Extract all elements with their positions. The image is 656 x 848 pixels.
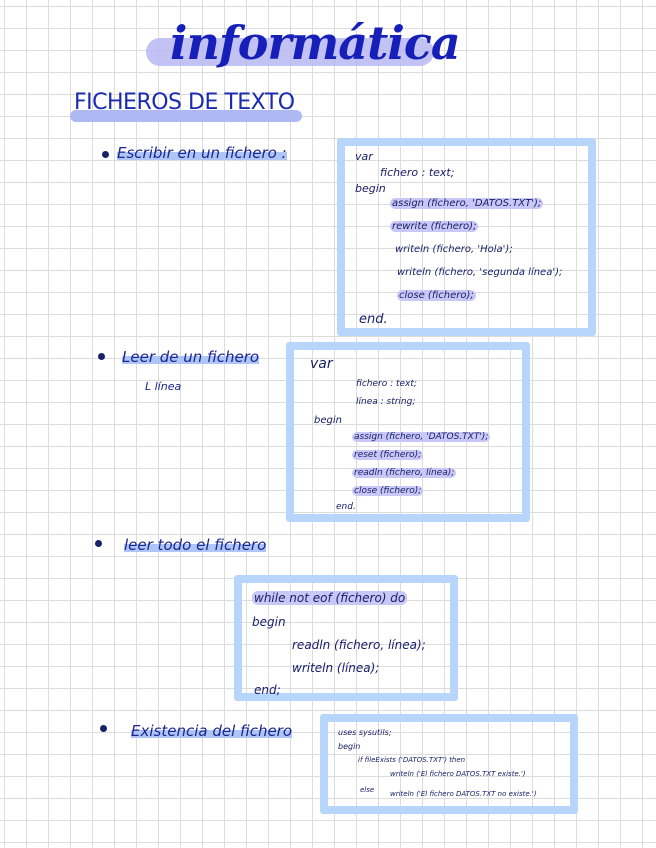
subtitle-block: FICHEROS DE TEXTO (70, 88, 310, 128)
section-2-sublabel: L línea (145, 380, 182, 393)
code-line: línea : string; (356, 397, 416, 407)
code-text: assign (fichero, 'DATOS.TXT'); (352, 432, 491, 442)
code-line: fichero : text; (380, 166, 455, 179)
section-heading: FICHEROS DE TEXTO (74, 90, 295, 115)
code-text: while not eof (fichero) do (252, 591, 408, 605)
section-4-label: Existencia del fichero (131, 722, 293, 740)
code-line: assign (fichero, 'DATOS.TXT'); (390, 198, 544, 209)
title-block: informática (140, 14, 461, 74)
code-line: readln (fichero, línea); (292, 638, 426, 652)
code-line: end; (254, 683, 281, 697)
code-line: while not eof (fichero) do (252, 591, 408, 605)
code-box-write: var fichero : text; begin assign (ficher… (337, 138, 596, 336)
code-line: var (355, 150, 373, 163)
code-line: uses sysutils; (338, 728, 392, 737)
code-line: begin (338, 742, 361, 751)
page-title: informática (170, 16, 461, 70)
code-text: readln (fichero, línea); (352, 468, 457, 478)
code-box-read: var fichero : text; línea : string; begi… (286, 342, 530, 522)
code-line: readln (fichero, línea); (352, 468, 457, 478)
subtitle-highlight (70, 110, 302, 122)
code-line: close (fichero); (397, 290, 476, 301)
code-line: fichero : text; (356, 379, 417, 389)
code-line: begin (355, 182, 386, 195)
bullet-3 (95, 540, 102, 547)
code-line: writeln ('El fichero DATOS.TXT existe.') (390, 770, 526, 778)
title-highlight (146, 38, 434, 66)
section-1-label-text: Escribir en un fichero : (117, 144, 287, 162)
code-text: close (fichero); (397, 290, 476, 301)
code-text: reset (fichero); (352, 450, 424, 460)
code-box-exists: uses sysutils; begin if fileExists ('DAT… (320, 714, 578, 814)
code-line: end. (336, 502, 356, 512)
code-text: close (fichero); (352, 486, 424, 496)
section-4-label-text: Existencia del fichero (131, 722, 293, 740)
section-2-label: Leer de un fichero (122, 348, 260, 366)
code-text: rewrite (fichero); (390, 221, 479, 232)
bullet-4 (100, 725, 107, 732)
code-text: assign (fichero, 'DATOS.TXT'); (390, 198, 544, 209)
code-box-read-all: while not eof (fichero) do begin readln … (234, 575, 458, 701)
code-line: else (360, 786, 375, 794)
code-line: assign (fichero, 'DATOS.TXT'); (352, 432, 491, 442)
section-3-label: leer todo el fichero (124, 536, 267, 554)
code-line: begin (314, 415, 342, 426)
bullet-1 (102, 151, 109, 158)
section-3-label-text: leer todo el fichero (124, 536, 267, 554)
code-line: writeln (fichero, 'Hola'); (395, 244, 513, 255)
code-line: if fileExists ('DATOS.TXT') then (358, 756, 466, 764)
code-line: rewrite (fichero); (390, 221, 479, 232)
bullet-2 (98, 353, 105, 360)
code-line: writeln ('El fichero DATOS.TXT no existe… (390, 790, 537, 798)
code-line: writeln (fichero, 'segunda línea'); (397, 267, 563, 278)
code-line: var (310, 356, 333, 372)
section-2-label-text: Leer de un fichero (122, 348, 260, 366)
code-line: writeln (línea); (292, 661, 380, 675)
code-line: begin (252, 615, 286, 629)
code-line: close (fichero); (352, 486, 424, 496)
code-line: reset (fichero); (352, 450, 424, 460)
code-line: end. (359, 312, 388, 327)
section-1-label: Escribir en un fichero : (117, 144, 287, 162)
